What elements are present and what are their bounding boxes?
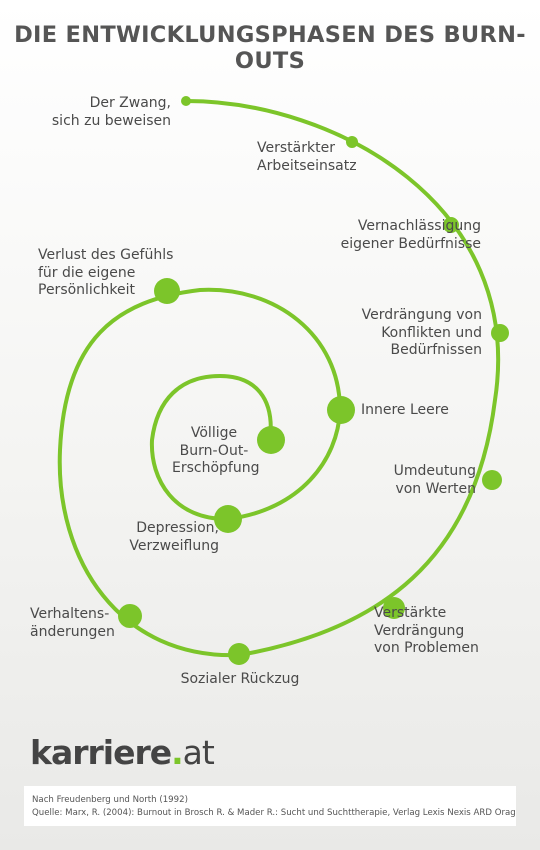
phase-label-10: Innere Leere bbox=[361, 402, 449, 418]
phase-label-12: Völlige Burn-Out- Erschöpfung bbox=[172, 425, 260, 476]
phase-dot-1 bbox=[181, 96, 191, 106]
phase-label-6: Verstärkte Verdrängung von Problemen bbox=[374, 605, 479, 656]
phase-label-2: Verstärkter Arbeitseinsatz bbox=[257, 140, 357, 174]
phase-dot-11 bbox=[214, 505, 242, 533]
logo-dot: . bbox=[171, 733, 184, 772]
phase-dot-9 bbox=[154, 278, 180, 304]
phase-label-3: Vernachlässigung eigener Bedürfnisse bbox=[340, 218, 481, 252]
page-title: DIE ENTWICKLUNGSPHASEN DES BURN-OUTS bbox=[14, 22, 526, 74]
phase-label-8: Verhaltens- änderungen bbox=[30, 606, 115, 640]
phase-label-11: Depression, Verzweiflung bbox=[129, 520, 219, 554]
phase-label-7: Sozialer Rückzug bbox=[180, 671, 300, 687]
logo-tld: at bbox=[182, 733, 215, 772]
phase-dot-3 bbox=[443, 217, 459, 233]
phase-dot-7 bbox=[228, 643, 250, 665]
phase-label-5: Umdeutung von Werten bbox=[393, 463, 476, 497]
source-line-1: Nach Freudenberg und North (1992) bbox=[32, 795, 188, 805]
source-box: Nach Freudenberg und North (1992) Quelle… bbox=[24, 786, 516, 826]
phase-dot-10 bbox=[327, 396, 355, 424]
phase-dot-12 bbox=[257, 426, 285, 454]
phase-label-4: Verdrängung von Konflikten und Bedürfnis… bbox=[361, 307, 482, 358]
phase-dot-4 bbox=[491, 324, 509, 342]
karriere-logo: karriere.at bbox=[30, 733, 215, 772]
phase-dot-8 bbox=[118, 604, 142, 628]
phase-label-1: Der Zwang, sich zu beweisen bbox=[51, 95, 171, 129]
phase-dot-2 bbox=[346, 136, 358, 148]
phase-label-9: Verlust des Gefühls für die eigene Persö… bbox=[38, 247, 174, 298]
spiral-path bbox=[57, 99, 501, 658]
source-line-2: Quelle: Marx, R. (2004): Burnout in Bros… bbox=[32, 808, 516, 818]
phase-dot-6 bbox=[383, 597, 405, 619]
phase-dot-5 bbox=[482, 470, 502, 490]
logo-name: karriere bbox=[30, 733, 172, 772]
